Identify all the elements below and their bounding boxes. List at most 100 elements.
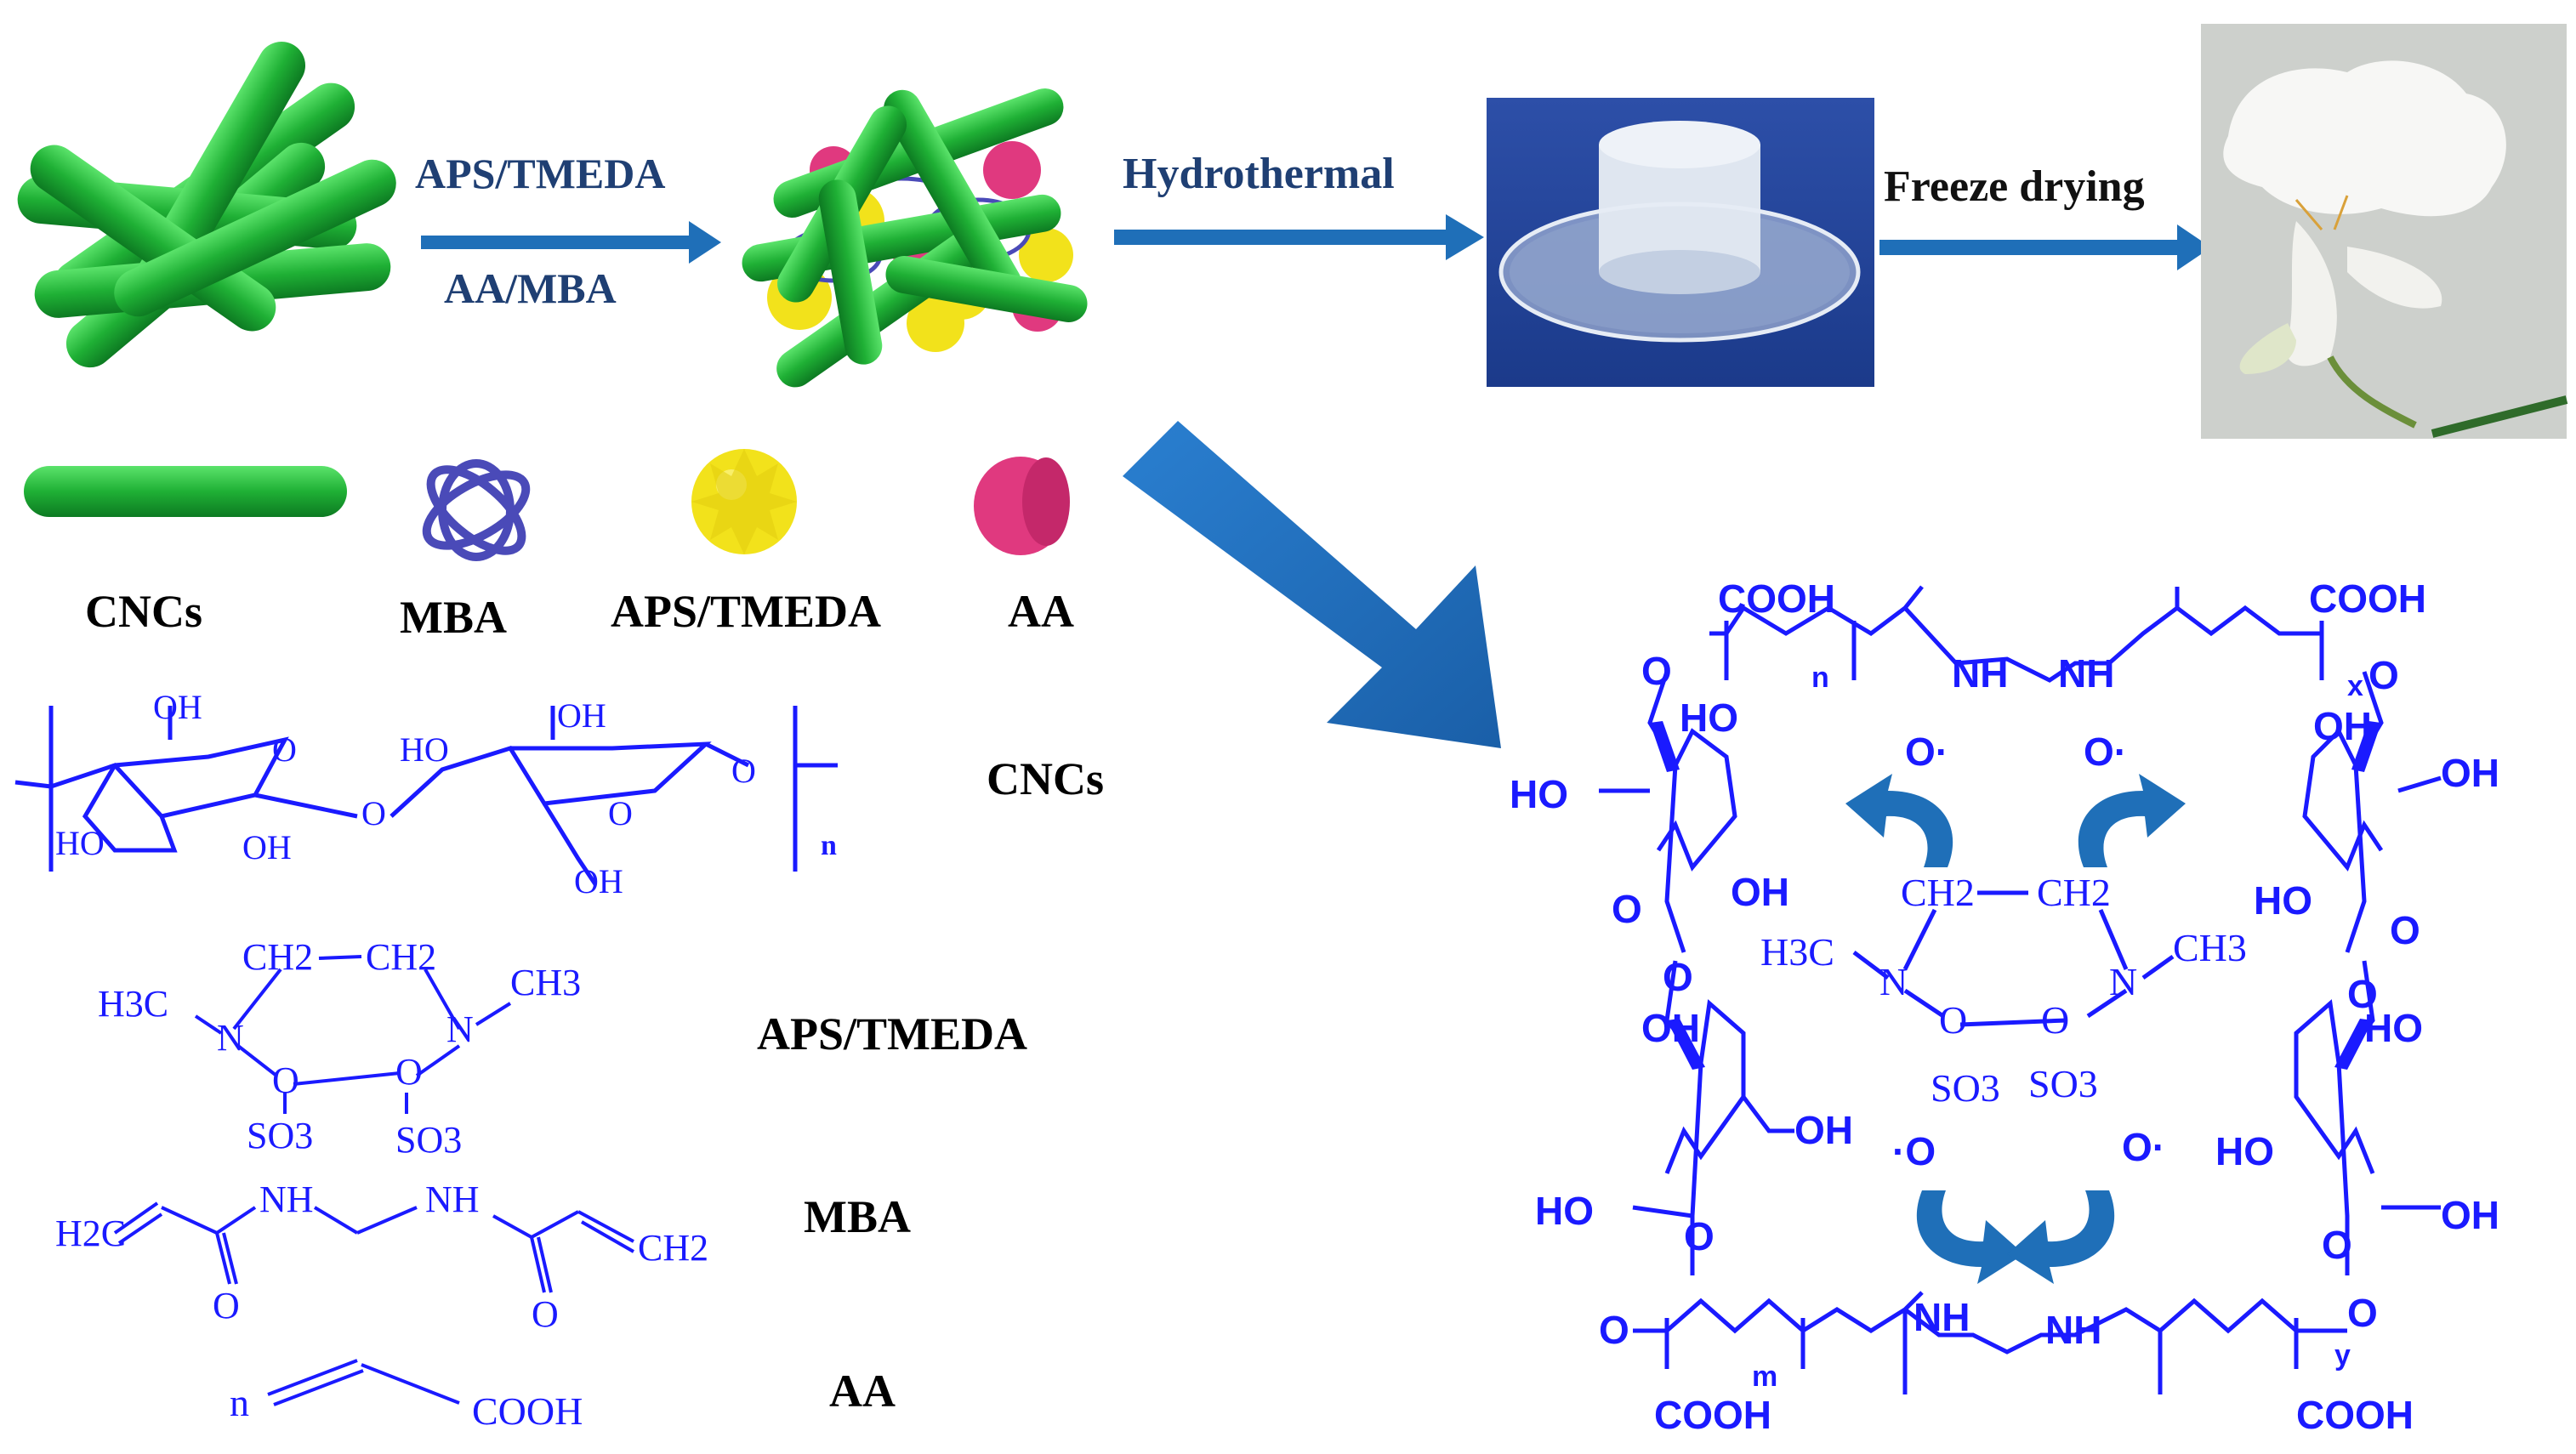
aps-tmeda-structure xyxy=(194,955,512,1114)
arrow-step3 xyxy=(1879,224,2211,270)
mba-o-left: O xyxy=(213,1285,240,1326)
network-nh-top-right: NH xyxy=(2058,651,2114,696)
legend-aps-tmeda-label: APS/TMEDA xyxy=(611,586,882,637)
network-ring-o-4: O xyxy=(2390,908,2420,952)
network-tmeda-labels: CH2 CH2 H3C CH3 N N O O SO3 SO3 xyxy=(1760,871,2247,1110)
network-ring-o-3: O xyxy=(1684,1214,1714,1258)
network-ho-3: HO xyxy=(1535,1189,1594,1233)
mba-labels: H2C NH NH CH2 O O xyxy=(55,1179,708,1335)
cncs-oh-2: OH xyxy=(557,696,606,735)
aps-n-left: N xyxy=(217,1017,244,1059)
network-oh-2: OH xyxy=(1641,1006,1700,1050)
network-ho-2: HO xyxy=(1510,772,1568,816)
network-radical-3: ·O xyxy=(1892,1129,1936,1173)
legend-aa-cylinder-icon xyxy=(974,457,1070,555)
network-o-tm2: O xyxy=(2041,998,2069,1042)
network-cooh-br: COOH xyxy=(2296,1393,2414,1437)
cncs-oh-1: OH xyxy=(153,688,202,726)
legend-mba-label: MBA xyxy=(400,592,507,643)
aps-so3-right: SO3 xyxy=(395,1119,462,1161)
aps-o-left: O xyxy=(272,1059,299,1101)
cncs-ho-1: HO xyxy=(400,730,449,769)
arrow-to-network xyxy=(1123,421,1501,748)
network-wedges xyxy=(1650,721,2381,1070)
mba-ch2: CH2 xyxy=(638,1227,708,1269)
legend-aa-label: AA xyxy=(1008,586,1074,637)
network-o-bl: O xyxy=(1599,1308,1629,1352)
aps-so3-left: SO3 xyxy=(247,1115,313,1156)
network-ho-6: HO xyxy=(2215,1129,2274,1173)
network-oh-6: OH xyxy=(2441,1193,2499,1237)
network-nh-bottom-right: NH xyxy=(2045,1308,2101,1352)
network-nh-bottom-left: NH xyxy=(1914,1295,1970,1339)
legend-cnc-rod-icon xyxy=(24,466,347,517)
step1-label-top: APS/TMEDA xyxy=(415,150,666,197)
aps-ch2-right: CH2 xyxy=(366,936,436,978)
network-o-tm1: O xyxy=(1939,998,1967,1042)
step1-label-bottom: AA/MBA xyxy=(444,264,617,312)
cncs-o-2: O xyxy=(361,794,386,832)
network-y: y xyxy=(2334,1339,2351,1372)
aps-o-right: O xyxy=(395,1051,423,1093)
network-nh-top-left: NH xyxy=(1952,651,2008,696)
network-n-left: N xyxy=(1879,960,1908,1003)
network-oh-3: OH xyxy=(1794,1108,1853,1152)
network-n-right: N xyxy=(2109,960,2137,1003)
cncs-structure xyxy=(14,706,838,886)
mba-nh-left: NH xyxy=(259,1179,314,1220)
cncs-n: n xyxy=(821,830,837,861)
cncs-oh-3: OH xyxy=(242,828,292,866)
precursor-cluster-illustration xyxy=(742,88,1088,388)
network-labels: COOH COOH COOH COOH NH NH NH NH n x m y … xyxy=(1510,576,2499,1437)
network-radical-1: O· xyxy=(1905,730,1948,774)
step2-label: Hydrothermal xyxy=(1123,150,1395,198)
radical-curved-arrows xyxy=(1845,774,2186,1284)
network-radical-4: O· xyxy=(2122,1125,2165,1169)
aa-labels: n COOH xyxy=(230,1381,583,1433)
network-cooh-tl: COOH xyxy=(1718,576,1835,621)
network-o-tl: O xyxy=(1641,649,1672,693)
mba-h2c: H2C xyxy=(55,1213,126,1254)
network-ring-o-5: O xyxy=(2347,972,2378,1016)
network-oh-1: OH xyxy=(1731,870,1789,914)
network-ring-o-6: O xyxy=(2322,1223,2352,1267)
arrow-step2 xyxy=(1114,214,1484,260)
network-cooh-tr: COOH xyxy=(2309,576,2426,621)
cncs-structure-labels: OH OH HO HO OH OH O O O O n xyxy=(55,688,837,900)
arrow-step1 xyxy=(421,221,721,264)
aps-tmeda-labels: CH2 CH2 H3C CH3 N N O O SO3 SO3 xyxy=(98,936,581,1161)
network-h3c: H3C xyxy=(1760,930,1834,974)
aps-n-right: N xyxy=(446,1008,474,1050)
network-so3-left: SO3 xyxy=(1931,1066,2000,1110)
mba-o-right: O xyxy=(532,1293,559,1335)
cncs-ho-2: HO xyxy=(55,824,105,862)
network-cooh-bl: COOH xyxy=(1654,1393,1771,1437)
network-oh-5: OH xyxy=(2441,751,2499,795)
hydrogel-photo xyxy=(1487,98,1874,387)
step3-label: Freeze drying xyxy=(1884,162,2145,211)
network-n: n xyxy=(1811,662,1829,694)
network-oh-4: OH xyxy=(2313,704,2372,748)
mba-structure-name: MBA xyxy=(804,1191,911,1242)
network-o-br: O xyxy=(2347,1291,2378,1335)
network-ho-5: HO xyxy=(2364,1006,2423,1050)
legend-aps-tmeda-ball-icon xyxy=(691,449,797,554)
cnc-bundle-illustration xyxy=(17,42,396,368)
cncs-structure-name: CNCs xyxy=(987,753,1105,804)
cncs-oh-4: OH xyxy=(574,862,623,900)
aps-h3c: H3C xyxy=(98,983,168,1025)
cncs-o-1: O xyxy=(272,730,297,769)
mba-nh-right: NH xyxy=(425,1179,480,1220)
network-ho-1: HO xyxy=(1680,696,1738,740)
cncs-o-4: O xyxy=(731,752,756,790)
mba-structure xyxy=(113,1201,634,1293)
network-ho-4: HO xyxy=(2254,878,2312,923)
aa-cooh: COOH xyxy=(472,1389,583,1433)
legend-cncs-label: CNCs xyxy=(85,586,203,637)
aa-structure xyxy=(267,1359,460,1406)
network-ring-o-2: O xyxy=(1663,955,1693,999)
network-ch2-right: CH2 xyxy=(2037,871,2111,914)
network-ch3: CH3 xyxy=(2173,926,2247,969)
cncs-o-3: O xyxy=(608,794,633,832)
